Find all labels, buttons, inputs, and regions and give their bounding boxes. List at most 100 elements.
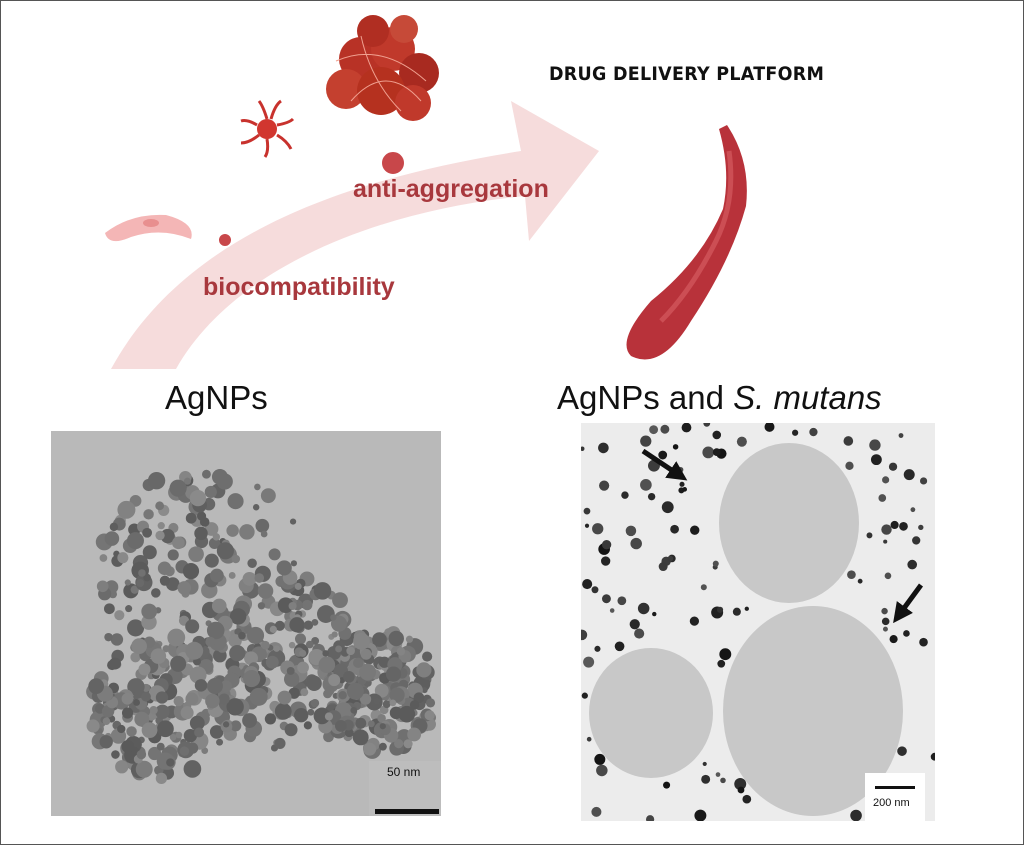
nanoparticle [344, 728, 354, 738]
bacterial-cell [719, 443, 859, 603]
nanoparticle [857, 578, 863, 584]
nanoparticle [220, 680, 232, 692]
caption-species: S. mutans [733, 379, 882, 416]
nanoparticle [385, 666, 402, 682]
nanoparticle [373, 697, 381, 705]
nanoparticle [389, 687, 405, 703]
nanoparticle [242, 572, 257, 586]
nanoparticle [658, 562, 668, 572]
nanoparticle [188, 546, 204, 562]
nanoparticle [162, 645, 170, 653]
nanoparticle [591, 586, 599, 594]
diagram-title: DRUG DELIVERY PLATFORM [549, 63, 825, 85]
nanoparticle [405, 635, 414, 643]
nanoparticle [159, 575, 170, 586]
nanoparticle [212, 533, 221, 541]
nanoparticle [126, 726, 137, 737]
nanoparticle [134, 711, 150, 727]
nanoparticle [712, 560, 719, 567]
nanoparticle [601, 556, 611, 566]
nanoparticle [903, 469, 915, 481]
scale-bar-label: 200 nm [873, 797, 910, 809]
tem-image-agnps: 50 nm [51, 431, 441, 816]
nanoparticle [318, 656, 336, 674]
nanoparticle [374, 683, 389, 698]
nanoparticle [142, 527, 153, 538]
nanoparticle [330, 614, 337, 621]
nanoparticle [681, 422, 692, 433]
nanoparticle [363, 742, 377, 756]
nanoparticle [294, 633, 307, 645]
nanoparticle [379, 723, 386, 730]
arrow-icon [893, 583, 924, 624]
nanoparticle [742, 794, 752, 804]
nanoparticle [216, 473, 233, 490]
nanoparticle [910, 507, 916, 513]
nanoparticle [264, 713, 277, 725]
nanoparticle [359, 663, 377, 681]
nanoparticle [265, 655, 279, 669]
nanoparticle [403, 739, 413, 749]
nanoparticle [294, 582, 302, 590]
marker-dot-small [217, 232, 233, 248]
nanoparticle [335, 645, 343, 653]
scale-bar-box: 50 nm [369, 761, 441, 816]
nanoparticle [127, 619, 145, 637]
nanoparticle [126, 532, 144, 550]
nanoparticle [143, 573, 151, 582]
nanoparticle [621, 491, 629, 499]
nanoparticle [183, 477, 192, 485]
nanoparticle [360, 648, 372, 660]
nanoparticle [210, 568, 224, 583]
red-blood-cell-cluster-icon [326, 15, 439, 121]
nanoparticle [229, 608, 247, 625]
nanoparticle [273, 645, 280, 652]
nanoparticle [180, 706, 194, 720]
nanoparticle [133, 699, 140, 706]
nanoparticle [670, 524, 679, 534]
nanoparticle [881, 617, 890, 626]
nanoparticle [663, 781, 671, 789]
nanoparticle [640, 479, 652, 491]
nanoparticle [630, 537, 642, 550]
anti-aggregation-label: anti-aggregation [353, 175, 549, 203]
nanoparticle [238, 631, 246, 640]
nanoparticle [211, 598, 227, 614]
nanoparticle [289, 518, 297, 525]
nanoparticle [359, 693, 372, 705]
nanoparticle [300, 688, 309, 697]
nanoparticle [629, 619, 640, 630]
marker-dot-large [380, 150, 406, 176]
nanoparticle [130, 585, 139, 594]
nanoparticle [141, 722, 158, 739]
nanoparticle [155, 772, 168, 785]
nanoparticle [290, 560, 297, 567]
nanoparticle [277, 597, 294, 614]
nanoparticle [170, 655, 187, 672]
nanoparticle [155, 704, 170, 720]
tem-image-agnps-s-mutans: 200 nm [576, 419, 939, 824]
nanoparticle [899, 521, 908, 531]
nanoparticle [324, 712, 334, 721]
nanoparticle [625, 525, 637, 537]
nanoparticle [136, 579, 145, 588]
nanoparticle [353, 632, 370, 650]
nanoparticle [592, 523, 604, 535]
nanoparticle [254, 573, 265, 583]
nanoparticle [334, 720, 347, 732]
nanoparticle [843, 436, 854, 446]
nanoparticle [223, 721, 230, 728]
nanoparticle [293, 707, 309, 723]
nanoparticle [185, 619, 200, 634]
nanoparticle [99, 735, 113, 749]
nanoparticle [155, 530, 165, 541]
nanoparticle [712, 430, 722, 440]
diagram-illustration [105, 15, 747, 369]
nanoparticle [866, 532, 873, 539]
nanoparticle [422, 651, 433, 662]
nanoparticle [372, 632, 387, 647]
nanoparticle [667, 555, 674, 562]
nanoparticle [311, 618, 319, 626]
nanoparticle [299, 649, 307, 657]
nanoparticle [183, 728, 198, 743]
